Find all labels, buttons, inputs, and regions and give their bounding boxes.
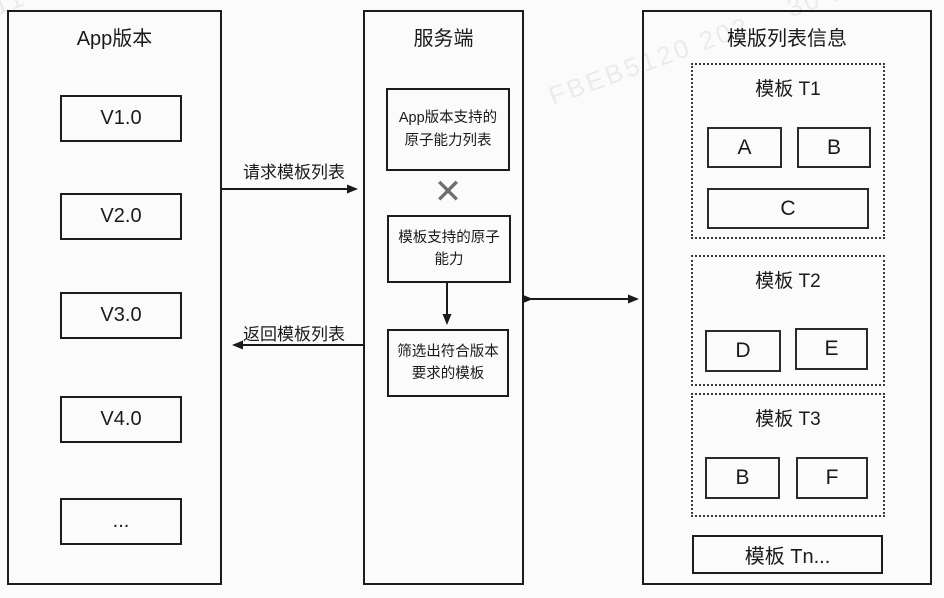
app-capabilities-box: App版本支持的 原子能力列表 — [386, 88, 510, 171]
return-arrow-label: 返回模板列表 — [243, 325, 345, 344]
version-box-v1: V1.0 — [60, 95, 182, 142]
template-list-panel-title: 模版列表信息 — [727, 28, 847, 50]
template-list-panel: 模版列表信息 模板 T1 A B C 模板 T2 D E 模板 T3 B F 模… — [642, 10, 932, 585]
cross-match-icon: ✕ — [433, 173, 463, 211]
capability-box-e: E — [795, 328, 868, 370]
capability-box-f: F — [796, 457, 868, 499]
template-card-title: 模板 T3 — [755, 409, 821, 430]
capability-box-d: D — [705, 330, 781, 372]
request-arrow-label: 请求模板列表 — [243, 163, 345, 182]
template-capabilities-box: 模板支持的原子 能力 — [387, 215, 511, 283]
capability-box-c: C — [707, 188, 869, 229]
template-card-title: 模板 T2 — [755, 271, 821, 292]
capability-box-a: A — [707, 127, 782, 168]
version-box-v3: V3.0 — [60, 292, 182, 339]
version-box-more: ... — [60, 498, 182, 545]
server-panel: 服务端 App版本支持的 原子能力列表 ✕ 模板支持的原子 能力 筛选出符合版本… — [363, 10, 524, 585]
app-version-panel: App版本 V1.0 V2.0 V3.0 V4.0 ... — [7, 10, 222, 585]
template-more-box: 模板 Tn... — [692, 535, 883, 574]
server-panel-title: 服务端 — [413, 28, 474, 50]
version-box-v2: V2.0 — [60, 193, 182, 240]
capability-box-b: B — [705, 457, 780, 499]
template-card-t2: 模板 T2 D E — [691, 255, 885, 386]
template-card-t3: 模板 T3 B F — [691, 393, 885, 517]
app-version-panel-title: App版本 — [76, 28, 153, 50]
version-box-v4: V4.0 — [60, 396, 182, 443]
template-card-title: 模板 T1 — [755, 79, 821, 100]
filter-result-box: 筛选出符合版本 要求的模板 — [387, 329, 509, 397]
template-card-t1: 模板 T1 A B C — [691, 63, 885, 239]
capability-box-b: B — [797, 127, 871, 168]
